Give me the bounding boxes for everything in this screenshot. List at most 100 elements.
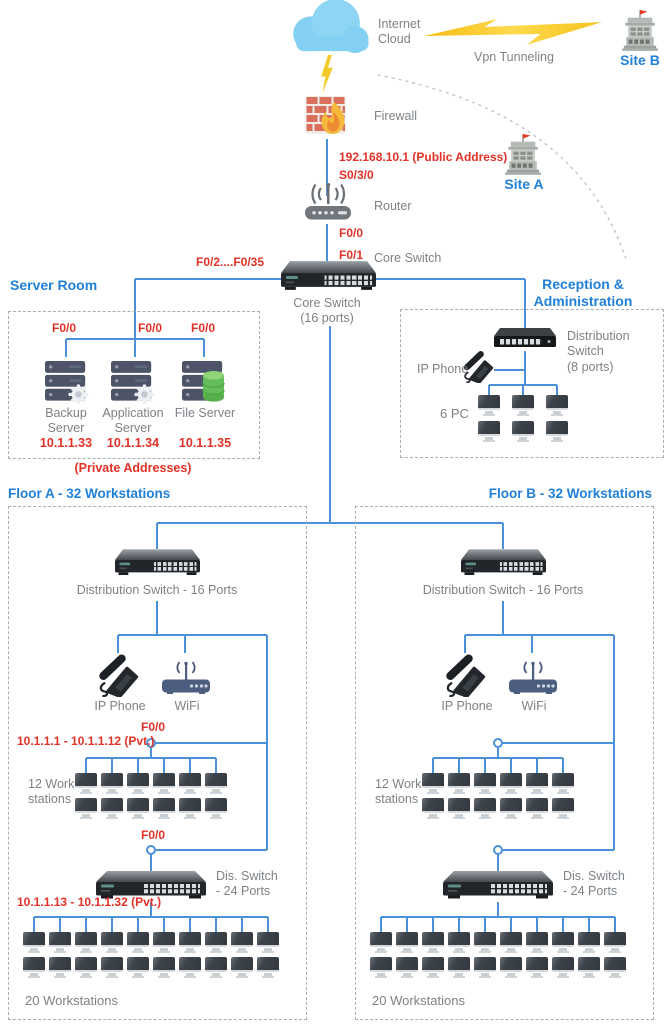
core-caption-line1: Core Switch: [293, 296, 361, 310]
floor-a-20ws-label: 20 Workstations: [25, 993, 118, 1008]
floor-b-ip-phone-label: IP Phone: [441, 699, 493, 713]
workstation-monitor-icon: [49, 917, 71, 953]
server-room-box: [8, 311, 260, 459]
floor-a-ip-range-top: 10.1.1.1 - 10.1.1.12 (Pvt.): [17, 734, 155, 748]
workstation-monitor-icon: [101, 957, 123, 978]
floor-a-wifi-label: WiFi: [174, 699, 200, 713]
floor-b-switch24-line1: Dis. Switch: [563, 869, 625, 883]
workstation-monitor-icon: [526, 917, 548, 953]
workstation-monitor-icon: [500, 798, 522, 819]
workstation-monitor-icon: [546, 421, 568, 442]
reception-ip-phone-label: IP Phone: [417, 362, 469, 376]
workstation-monitor-icon: [478, 421, 500, 442]
workstation-monitor-icon: [49, 957, 71, 978]
workstation-monitor-icon: [512, 421, 534, 442]
floor-a-port-bottom-label: F0/0: [141, 828, 166, 842]
workstation-monitor-icon: [578, 917, 600, 953]
server-room-links: [65, 278, 281, 357]
server-port-label: F0/0: [52, 321, 77, 335]
floor-b-12ws-grid: [422, 758, 574, 819]
workstation-monitor-icon: [179, 758, 201, 794]
serial-interface-label: S0/3/0: [339, 168, 374, 182]
workstation-monitor-icon: [127, 758, 149, 794]
reception-pc-grid: [478, 385, 568, 442]
workstation-monitor-icon: [101, 798, 123, 819]
workstation-monitor-icon: [153, 798, 175, 819]
floor-a-box: [8, 506, 307, 1020]
workstation-monitor-icon: [552, 758, 574, 794]
workstation-monitor-icon: [546, 385, 568, 416]
site-a-boundary-arc: [377, 74, 628, 263]
file-server-name: File Server: [174, 406, 236, 420]
uplink-ports-label: F0/2....F0/35: [196, 255, 265, 269]
workstation-monitor-icon: [205, 798, 227, 819]
core-split-links: [156, 326, 504, 549]
floor-a-switch24-line2: - 24 Ports: [216, 884, 271, 899]
private-addresses-note: (Private Addresses): [74, 461, 192, 475]
workstation-monitor-icon: [552, 798, 574, 819]
workstation-monitor-icon: [75, 758, 97, 794]
workstation-monitor-icon: [396, 957, 418, 978]
workstation-monitor-icon: [448, 917, 470, 953]
backup-server-name: Backup Server: [45, 406, 87, 436]
workstation-monitor-icon: [205, 917, 227, 953]
workstation-monitor-icon: [370, 957, 392, 978]
workstation-monitor-icon: [448, 798, 470, 819]
workstation-monitor-icon: [257, 917, 279, 953]
reception-title-line1: Reception &: [542, 276, 624, 292]
floor-b-box: [355, 506, 654, 1020]
server-room-title: Server Room: [10, 277, 98, 293]
workstation-monitor-icon: [179, 798, 201, 819]
vpn-tunneling-label: Vpn Tunneling: [474, 50, 554, 64]
workstation-monitor-icon: [153, 758, 175, 794]
file-server-ip: 10.1.1.35: [178, 436, 232, 450]
workstation-monitor-icon: [526, 758, 548, 794]
workstation-monitor-icon: [500, 957, 522, 978]
workstation-monitor-icon: [448, 957, 470, 978]
floor-b-20ws-grid: [370, 917, 626, 978]
dist-switch8-line1: Distribution: [567, 329, 630, 343]
workstation-monitor-icon: [101, 758, 123, 794]
core-caption-line2: (16 ports): [300, 311, 354, 326]
public-address-label: 192.168.10.1 (Public Address): [339, 150, 508, 164]
workstation-monitor-icon: [552, 917, 574, 953]
junction-node-icon: [146, 738, 156, 748]
workstation-monitor-icon: [127, 917, 149, 953]
floor-b-20ws-label: 20 Workstations: [372, 993, 465, 1008]
workstation-monitor-icon: [474, 957, 496, 978]
junction-node-icon: [493, 845, 503, 855]
floor-b-switch24-line2: - 24 Ports: [563, 884, 618, 899]
workstation-monitor-icon: [604, 917, 626, 953]
floor-a-ip-phone-label: IP Phone: [94, 699, 146, 713]
floor-b-12ws-label: 12 Work stations: [375, 777, 422, 807]
workstation-monitor-icon: [552, 957, 574, 978]
server-port-label: F0/0: [191, 321, 216, 335]
floor-a-20ws-grid: [23, 917, 279, 978]
site-b-label: Site B: [620, 52, 660, 68]
reception-title-line2: Administration: [533, 293, 633, 310]
floor-a-title: Floor A - 32 Workstations: [8, 486, 171, 501]
junction-node-icon: [146, 845, 156, 855]
core-switch-label: Core Switch: [374, 251, 442, 265]
workstation-monitor-icon: [474, 758, 496, 794]
core-switch-icon: [281, 260, 376, 294]
server-port-label: F0/0: [138, 321, 163, 335]
workstation-monitor-icon: [604, 957, 626, 978]
floor-a-switch24-line1: Dis. Switch: [216, 869, 278, 883]
workstation-monitor-icon: [153, 957, 175, 978]
workstation-monitor-icon: [526, 957, 548, 978]
internet-cloud-icon: [283, 0, 373, 56]
workstation-monitor-icon: [23, 917, 45, 953]
workstation-monitor-icon: [422, 758, 444, 794]
firewall-icon: [303, 92, 352, 138]
workstation-monitor-icon: [75, 917, 97, 953]
workstation-monitor-icon: [370, 917, 392, 953]
workstation-monitor-icon: [500, 917, 522, 953]
floor-b-wifi-label: WiFi: [521, 699, 547, 713]
workstation-monitor-icon: [474, 798, 496, 819]
firewall-label: Firewall: [374, 109, 418, 123]
backup-server-ip: 10.1.1.33: [39, 436, 93, 450]
workstation-monitor-icon: [448, 758, 470, 794]
site-a-label: Site A: [504, 176, 544, 192]
